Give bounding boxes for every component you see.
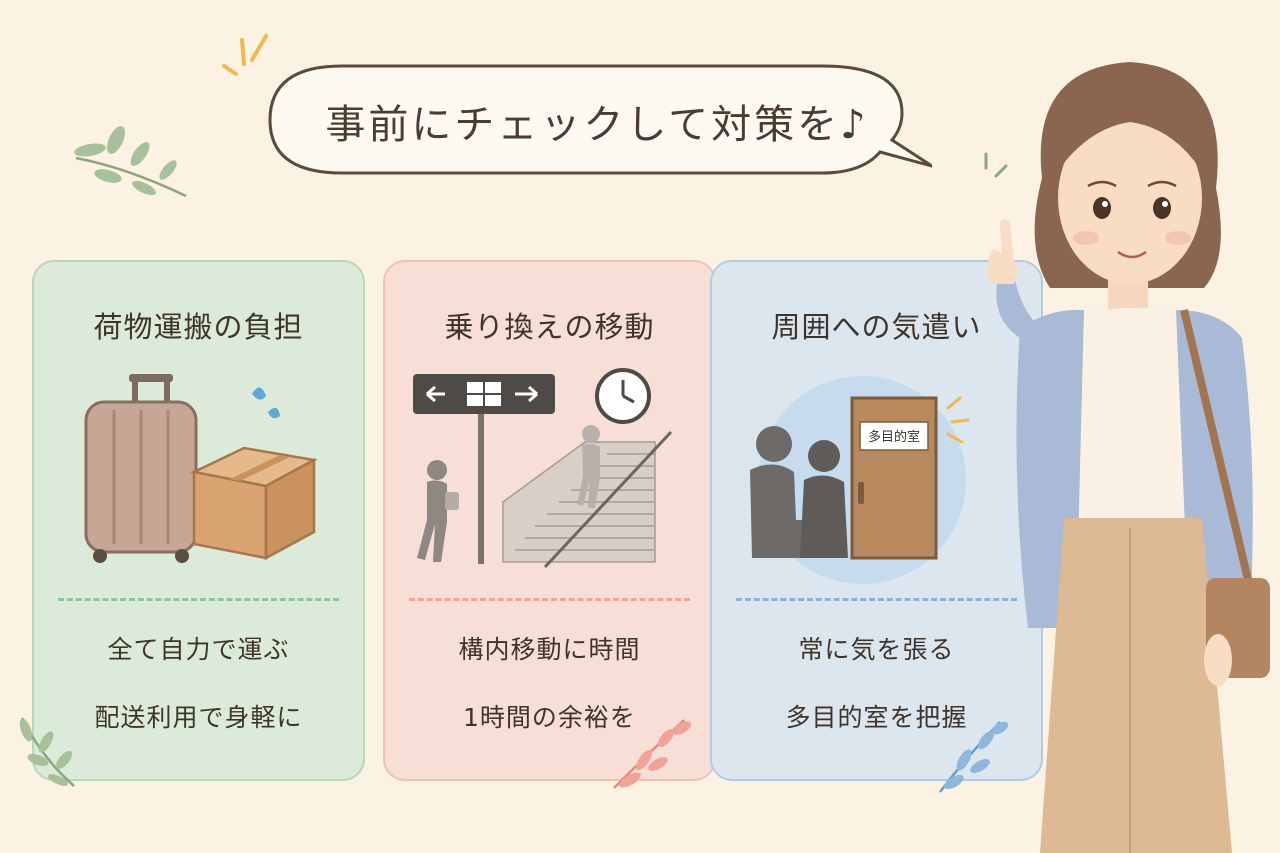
leaf-sprig-icon	[939, 721, 1009, 793]
dashed-divider	[736, 598, 1017, 601]
sparkle-lines-icon	[946, 396, 970, 444]
solution-text: 1時間の余裕を	[463, 703, 636, 732]
sweat-drops-icon	[252, 387, 280, 419]
sparkle-lines-icon	[222, 34, 268, 76]
card-title: 周囲への気遣い	[771, 310, 982, 344]
problem-text: 常に気を張る	[798, 635, 955, 664]
card-transfer: 乗り換えの移動	[383, 260, 716, 781]
door-icon: 多目的室	[850, 396, 938, 560]
dashed-divider	[58, 598, 339, 601]
solution-text: 配送利用で身軽に	[94, 703, 303, 732]
problem-text: 構内移動に時間	[458, 635, 641, 664]
walking-person-icon	[417, 460, 459, 562]
solution-text: 多目的室を把握	[785, 703, 968, 732]
headline: 事前にチェックして対策を♪	[325, 101, 869, 148]
cardboard-box-icon	[190, 446, 318, 561]
leaf-sprig-icon	[74, 126, 187, 198]
card-consideration: 周囲への気遣い 多目的室 常に気を張る 多目的室を把握	[710, 260, 1043, 781]
walking-person-icon	[577, 425, 600, 508]
transfer-illustration	[413, 368, 673, 569]
luggage-illustration	[84, 374, 318, 563]
problem-text: 全て自力で運ぶ	[107, 635, 290, 664]
door-sign-text: 多目的室	[868, 429, 920, 445]
clock-icon	[595, 368, 651, 424]
speech-bubble: 事前にチェックして対策を♪	[262, 58, 932, 183]
card-title: 荷物運搬の負担	[93, 310, 304, 344]
leaf-sprig-icon	[613, 719, 692, 789]
dashed-divider	[409, 598, 690, 601]
direction-sign-icon	[413, 374, 555, 564]
suitcase-icon	[84, 374, 198, 563]
multipurpose-room-illustration: 多目的室	[750, 376, 970, 584]
seated-people-icon	[750, 426, 848, 558]
sparkle-lines-icon	[984, 152, 1008, 178]
card-luggage: 荷物運搬の負担	[32, 260, 365, 781]
guide-woman-illustration	[984, 62, 1270, 853]
handrail	[543, 430, 673, 569]
leaf-sprig-icon	[19, 717, 75, 787]
card-title: 乗り換えの移動	[444, 310, 655, 344]
